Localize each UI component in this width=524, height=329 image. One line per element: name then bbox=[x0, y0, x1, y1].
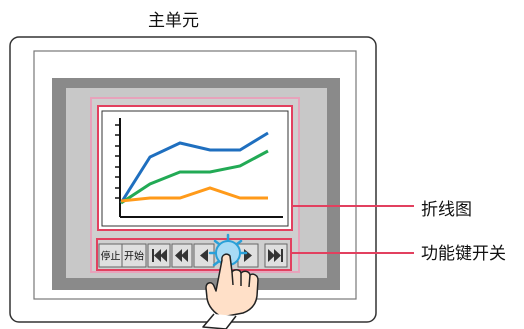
series-line-orange bbox=[120, 186, 268, 203]
next-button[interactable] bbox=[237, 243, 259, 268]
series-line-green bbox=[120, 149, 269, 205]
callout-line-chart-label: 折线图 bbox=[421, 200, 472, 220]
first-page-button[interactable] bbox=[147, 243, 171, 268]
rewind-icon bbox=[175, 249, 188, 262]
line-chart-plot bbox=[101, 110, 289, 227]
skip-to-end-icon bbox=[268, 249, 283, 262]
function-key-strip bbox=[96, 238, 292, 271]
callout-function-keys-label: 功能键开关 bbox=[421, 244, 506, 264]
start-button[interactable]: 开始 bbox=[121, 243, 147, 268]
stop-button[interactable]: 停止 bbox=[98, 243, 123, 268]
main-unit-title: 主单元 bbox=[148, 11, 199, 31]
step-back-icon bbox=[200, 249, 208, 262]
prev-button[interactable] bbox=[193, 243, 215, 268]
series-line-blue bbox=[119, 131, 269, 204]
prev-fast-button[interactable] bbox=[171, 243, 193, 268]
pointing-hand-icon bbox=[202, 253, 259, 329]
start-button-label: 开始 bbox=[124, 250, 144, 263]
stop-button-label: 停止 bbox=[101, 250, 121, 263]
chart-y-ticks bbox=[115, 124, 120, 199]
last-page-button[interactable] bbox=[264, 243, 288, 268]
skip-to-start-icon bbox=[152, 249, 167, 262]
